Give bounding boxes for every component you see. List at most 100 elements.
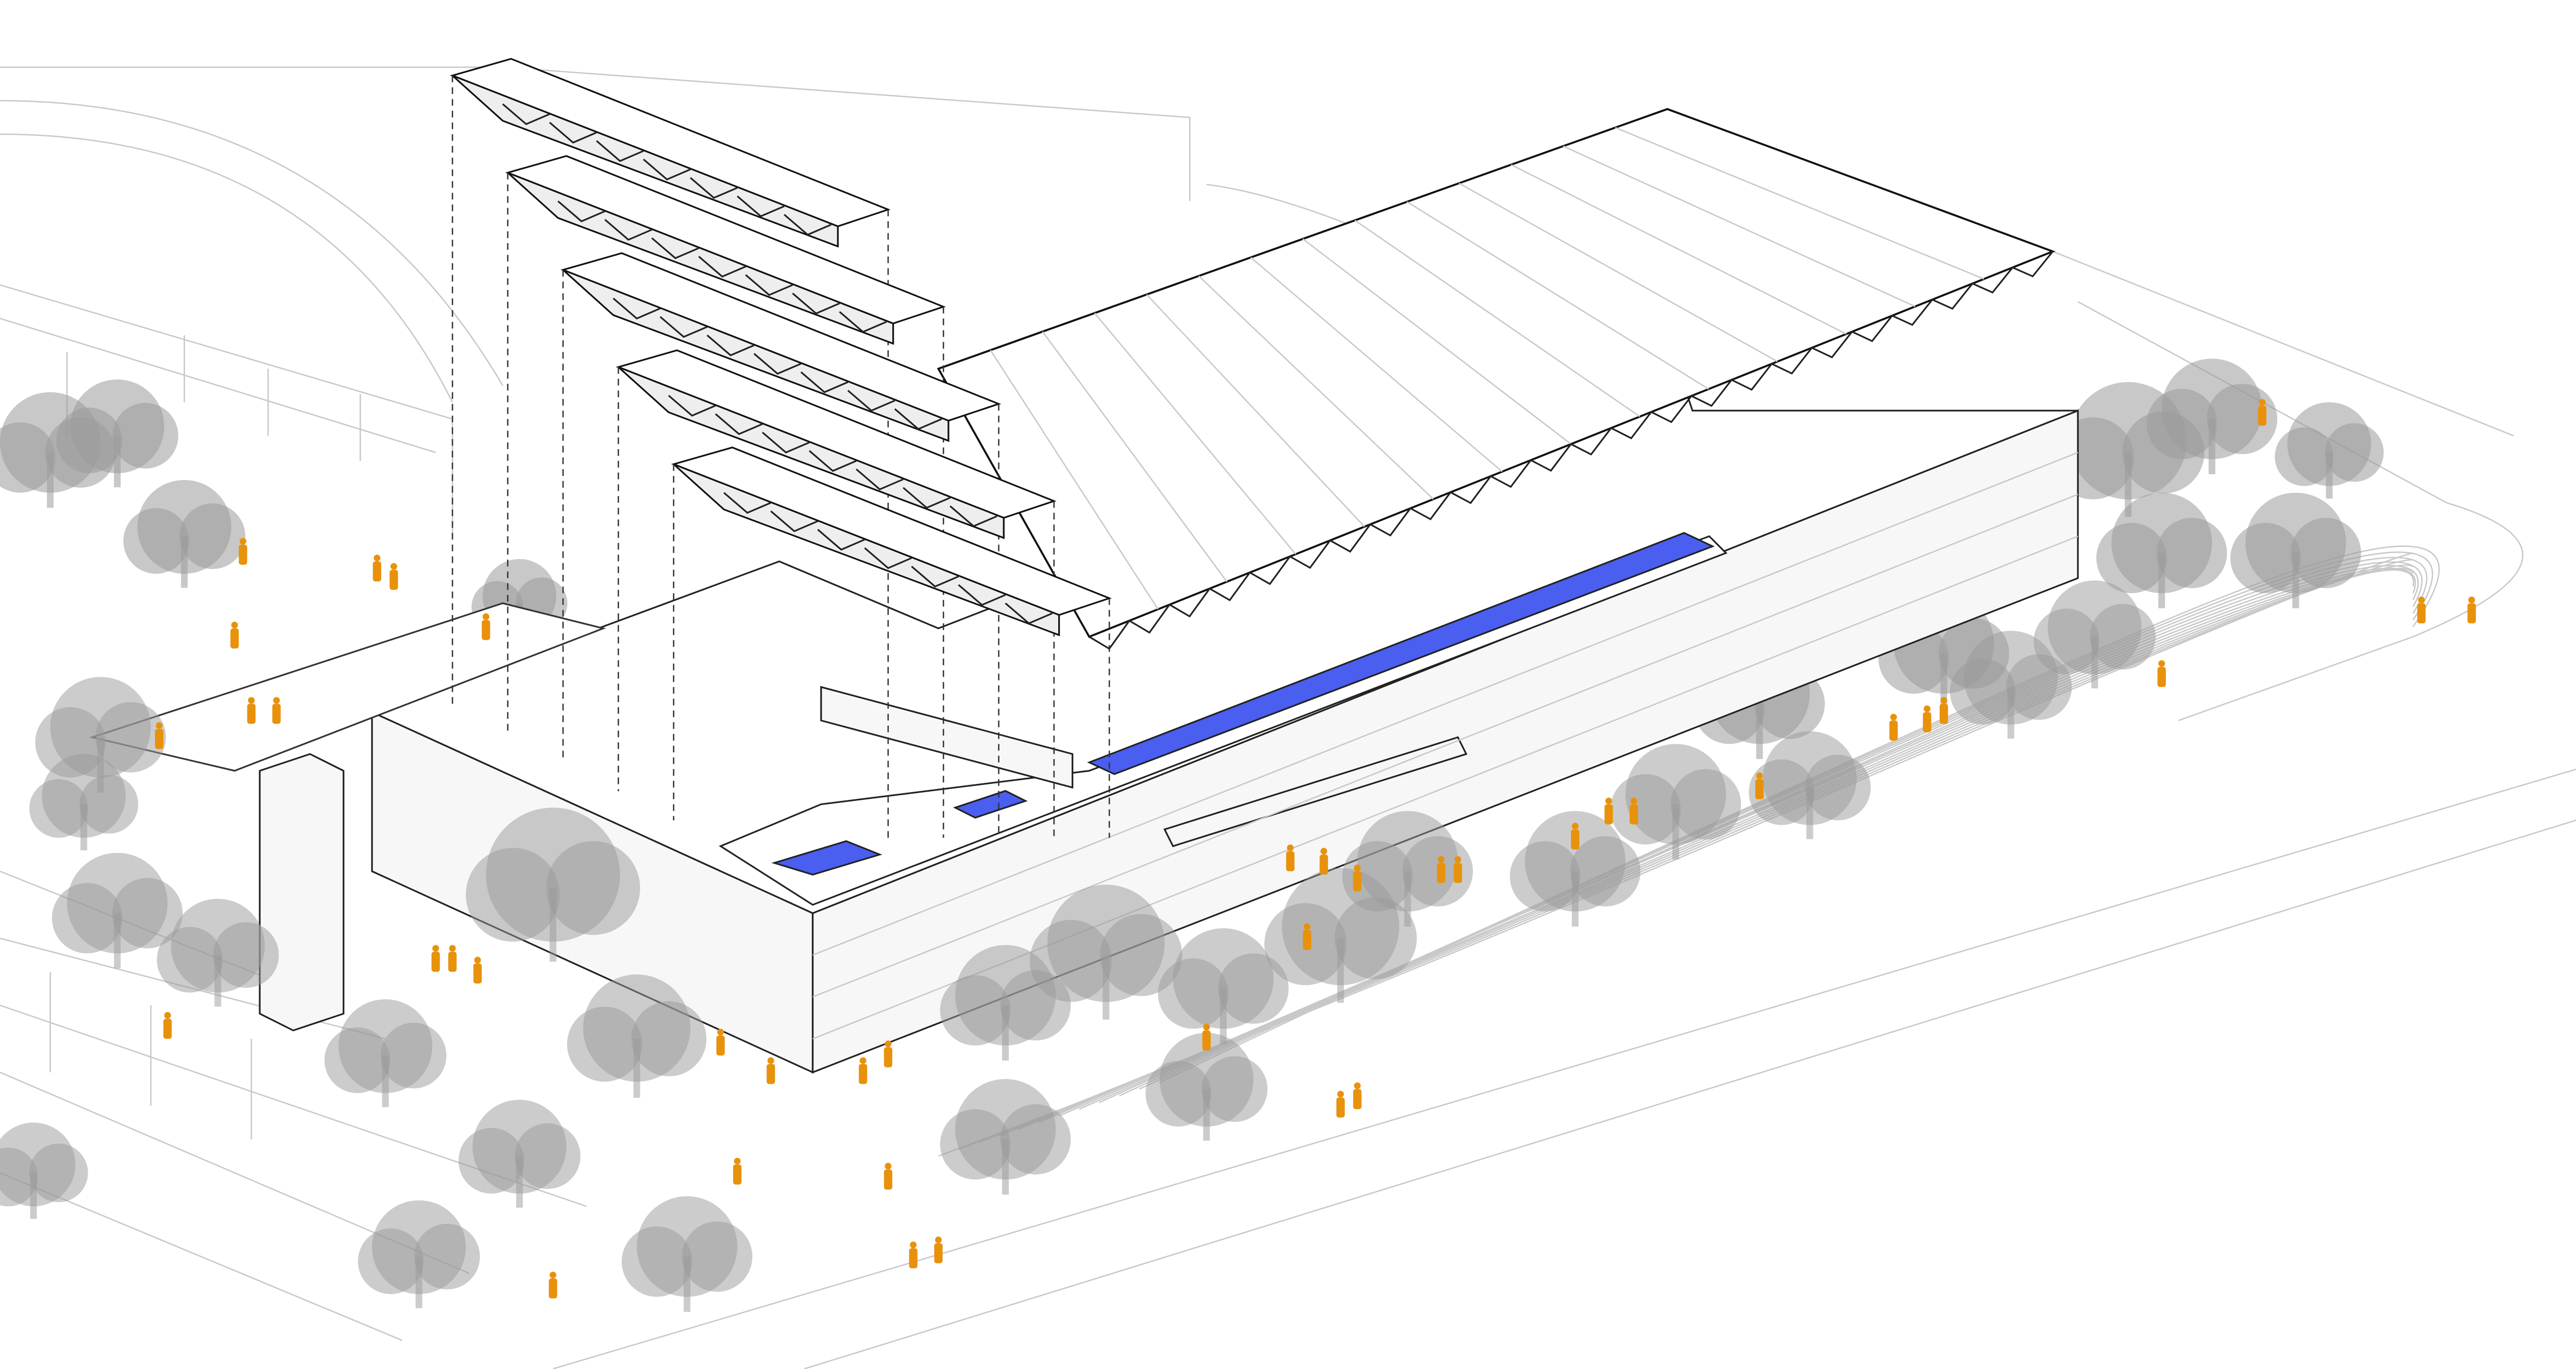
person-body	[2417, 603, 2426, 624]
tree-canopy	[1805, 755, 1871, 820]
tree-canopy	[1334, 897, 1417, 980]
person	[389, 563, 398, 590]
person-head	[156, 722, 163, 729]
tree-canopy	[123, 508, 189, 574]
tree-canopy	[213, 922, 279, 988]
tree	[358, 1200, 480, 1308]
tree	[466, 808, 640, 962]
tree	[324, 999, 447, 1107]
tree-canopy	[1749, 759, 1815, 825]
tree-canopy	[1510, 841, 1581, 912]
person-body	[1604, 804, 1613, 825]
tree-canopy	[1670, 769, 1741, 840]
person-head	[1923, 705, 1930, 712]
person-body	[163, 1018, 172, 1039]
person-head	[1454, 856, 1462, 863]
person	[1437, 856, 1446, 883]
tree-canopy	[546, 841, 640, 935]
person-head	[1354, 1082, 1361, 1089]
tree-canopy	[2291, 518, 2361, 588]
tree-canopy	[2207, 384, 2278, 454]
person	[2157, 660, 2166, 687]
tree-canopy	[515, 1123, 581, 1189]
tree-canopy	[414, 1223, 480, 1290]
person-body	[2467, 603, 2476, 624]
tree	[1145, 1033, 1268, 1141]
tree-canopy	[112, 403, 179, 469]
tree	[1950, 630, 2072, 739]
tree-canopy	[157, 927, 223, 993]
person-head	[935, 1236, 942, 1243]
tree-canopy	[2033, 608, 2099, 675]
person-body	[1630, 804, 1638, 825]
tree-canopy	[0, 422, 56, 493]
roof-truss	[505, 155, 946, 838]
person-head	[910, 1241, 917, 1248]
person	[1336, 1090, 1345, 1118]
tree	[1610, 744, 1741, 860]
tree-canopy	[358, 1228, 424, 1294]
person-head	[1756, 772, 1763, 779]
person	[1353, 864, 1362, 892]
person-head	[474, 956, 481, 964]
person-head	[432, 945, 439, 952]
person-head	[2158, 660, 2165, 667]
tree	[52, 852, 183, 969]
person	[239, 538, 247, 565]
tree-canopy	[324, 1027, 391, 1093]
tree-canopy	[0, 1148, 38, 1207]
person	[163, 1012, 172, 1039]
tree-canopy	[1145, 1060, 1211, 1127]
person	[1923, 705, 1931, 732]
person	[448, 945, 457, 972]
tree	[1158, 928, 1289, 1044]
person-body	[239, 544, 247, 565]
person-body	[1571, 829, 1580, 850]
person-body	[431, 951, 440, 972]
person-body	[1453, 863, 1462, 883]
bridge	[820, 686, 1074, 789]
entrance-canopy	[1163, 736, 1468, 847]
tree-canopy	[1570, 836, 1641, 906]
tree-canopy	[2325, 423, 2384, 482]
truss-diagonals	[613, 298, 942, 430]
tree-canopy	[2157, 518, 2227, 588]
tree-canopy	[466, 848, 560, 942]
person	[372, 554, 381, 581]
tree-canopy	[1029, 919, 1112, 1002]
tree-canopy	[1000, 1104, 1071, 1175]
truss-diagonals	[668, 395, 997, 527]
tree	[940, 1079, 1071, 1195]
person	[1889, 713, 1898, 741]
person-head	[1630, 797, 1637, 805]
tree	[0, 1122, 88, 1219]
tree-canopy	[112, 878, 183, 949]
person-body	[247, 704, 256, 724]
person-head	[1286, 844, 1294, 851]
person	[230, 622, 239, 649]
person	[155, 722, 164, 749]
tree-canopy	[56, 407, 122, 473]
tree	[29, 754, 139, 851]
person-body	[549, 1278, 557, 1299]
person-body	[272, 704, 281, 724]
person-head	[449, 945, 456, 952]
person-body	[1923, 712, 1931, 732]
person-head	[2468, 596, 2476, 604]
person-body	[372, 561, 381, 581]
tree-canopy	[631, 1001, 707, 1076]
tree-canopy	[2146, 388, 2217, 459]
tree-canopy	[1342, 841, 1413, 912]
person-head	[1571, 823, 1579, 830]
person-body	[1336, 1097, 1345, 1118]
person-body	[1755, 779, 1764, 799]
person-body	[716, 1035, 725, 1056]
person-body	[482, 620, 490, 640]
tree	[157, 899, 279, 1007]
person-body	[934, 1243, 943, 1263]
person-head	[767, 1057, 774, 1064]
person	[549, 1272, 557, 1299]
truss-diagonals	[723, 492, 1053, 625]
person-body	[1353, 871, 1362, 892]
person	[272, 697, 281, 724]
